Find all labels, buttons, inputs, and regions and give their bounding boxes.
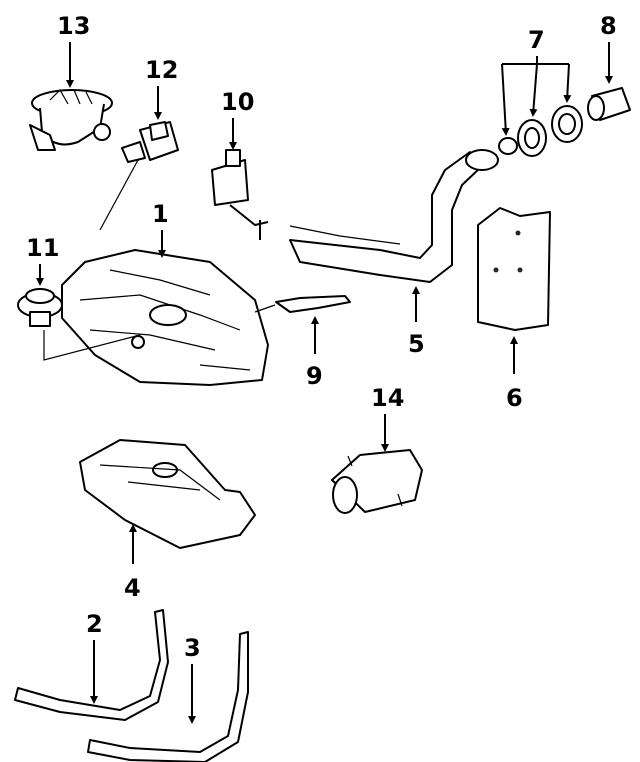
fuel-sender-part	[121, 121, 179, 163]
fuel-pump-part	[29, 89, 113, 151]
leader-9-tank	[254, 304, 276, 313]
filler-neck-seals-part	[498, 105, 583, 157]
callout-4: 4	[124, 574, 141, 602]
callout-11: 11	[26, 234, 59, 262]
callout-5: 5	[408, 330, 425, 358]
tank-strap-left-part	[14, 609, 169, 721]
callout-9: 9	[306, 362, 323, 390]
callout-1: 1	[152, 200, 169, 228]
leader-11-tank	[43, 330, 141, 361]
leader-12-tank	[99, 159, 139, 231]
vapor-valve-part	[211, 149, 269, 240]
tank-strap-right-part	[87, 631, 249, 762]
callout-3: 3	[184, 634, 201, 662]
leader-7b	[529, 63, 538, 117]
fuel-tank-part	[61, 249, 269, 386]
vent-hose-part	[275, 295, 351, 313]
callout-12: 12	[145, 56, 178, 84]
tank-protector-part	[79, 439, 256, 549]
rollover-valve-part	[17, 288, 63, 327]
vapor-canister-part	[331, 449, 423, 514]
heat-shield-part	[477, 207, 551, 331]
filler-pipe-part	[289, 149, 499, 283]
callout-6: 6	[506, 384, 523, 412]
leader-7a	[501, 63, 510, 136]
callout-13: 13	[57, 12, 90, 40]
fuel-cap-part	[587, 87, 631, 121]
callout-8: 8	[600, 12, 617, 40]
callout-7: 7	[528, 26, 545, 54]
leader-7c	[563, 63, 572, 103]
callout-2: 2	[86, 610, 103, 638]
callout-10: 10	[221, 88, 254, 116]
callout-14: 14	[371, 384, 404, 412]
